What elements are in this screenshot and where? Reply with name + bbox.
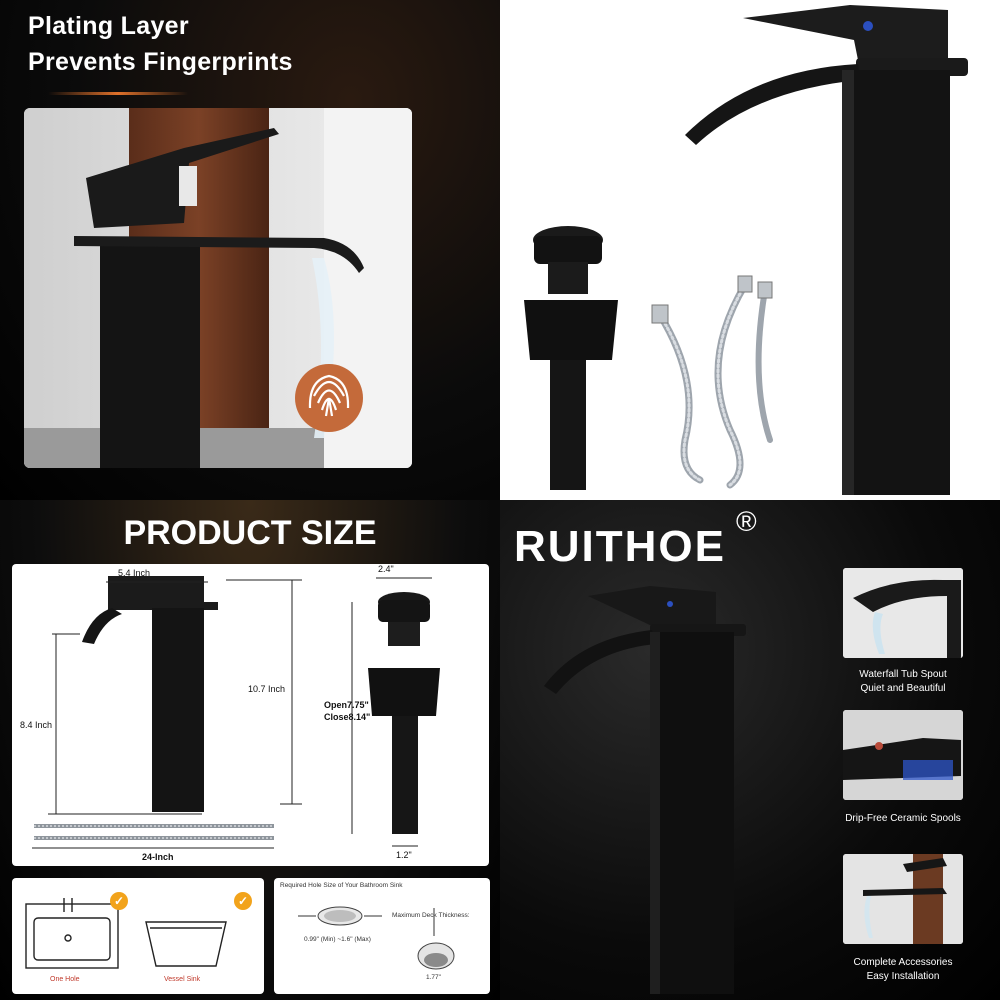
brand-name: RUITHOE — [514, 522, 726, 571]
faucet-closeup-illustration — [24, 108, 412, 468]
feature-caption-3-line2: Easy Installation — [866, 971, 940, 982]
faucet-icon — [685, 5, 968, 495]
check-icon-vessel-sink: ✓ — [234, 892, 252, 910]
product-size-title: PRODUCT SIZE — [123, 514, 377, 552]
registered-mark: ® — [736, 506, 757, 537]
dim-spout: 5.4 Inch — [118, 568, 151, 578]
supply-hoses-icon — [651, 275, 773, 489]
deck-thickness-label: Maximum Deck Thickness: — [392, 912, 470, 919]
dimension-drawing — [32, 576, 440, 849]
feature-caption-1-line2: Quiet and Beautiful — [860, 683, 946, 694]
faucet-hero-illustration — [544, 586, 746, 994]
thickness-value: 1.77" — [426, 974, 441, 981]
feature-image-ceramic — [843, 710, 963, 800]
feature-image-waterfall — [843, 568, 963, 658]
kit-contents-panel — [500, 0, 1000, 500]
dim-total-height: 10.7 Inch — [248, 684, 286, 694]
fingerprint-icon — [308, 374, 350, 417]
sink-type-panel: ✓ ✓ One Hole Vessel Sink — [12, 878, 264, 994]
hose-lengths — [34, 824, 274, 840]
dim-hose-length: 24-Inch — [142, 852, 174, 862]
headline-line2: Prevents Fingerprints — [28, 48, 293, 76]
headline-underline — [48, 92, 188, 95]
feature-caption-1-line1: Waterfall Tub Spout — [859, 669, 947, 680]
dim-body-height: 8.4 Inch — [20, 720, 53, 730]
dim-drain-open: Open7.75" — [324, 700, 369, 710]
dim-drain-close: Close8.14" — [324, 712, 371, 722]
headline-line1: Plating Layer — [28, 12, 189, 40]
sink-type-drawing — [25, 898, 227, 969]
feature-caption-3-line1: Complete Accessories — [853, 957, 953, 968]
dim-drain-width: 2.4" — [378, 564, 394, 574]
dim-drain-bottom: 1.2" — [396, 850, 412, 860]
hole-size-heading: Required Hole Size of Your Bathroom Sink — [280, 882, 403, 889]
fingerprint-panel: Plating Layer Prevents Fingerprints — [0, 0, 500, 500]
feature-image-accessories — [843, 854, 963, 944]
dimension-diagram: 5.4 Inch 2.4" 10.7 Inch 8.4 Inch Open7.7… — [12, 564, 489, 866]
product-size-panel: PRODUCT SIZE — [0, 500, 500, 1000]
hole-range-label: 0.99" (Min) ~1.6" (Max) — [304, 936, 371, 943]
hole-size-drawing — [298, 906, 455, 970]
brand-features-panel: RUITHOE ® Waterfall Tub Spout Quiet and … — [500, 500, 1000, 1000]
check-icon-one-hole: ✓ — [110, 892, 128, 910]
hole-size-panel: Required Hole Size of Your Bathroom Sink… — [274, 878, 490, 994]
label-vessel-sink: Vessel Sink — [164, 976, 201, 983]
pop-up-drain-icon — [524, 226, 618, 490]
kit-contents-illustration — [524, 5, 968, 495]
label-one-hole: One Hole — [50, 976, 80, 983]
feature-caption-2-line1: Drip-Free Ceramic Spools — [845, 813, 961, 824]
faucet-closeup-photo — [24, 108, 412, 468]
